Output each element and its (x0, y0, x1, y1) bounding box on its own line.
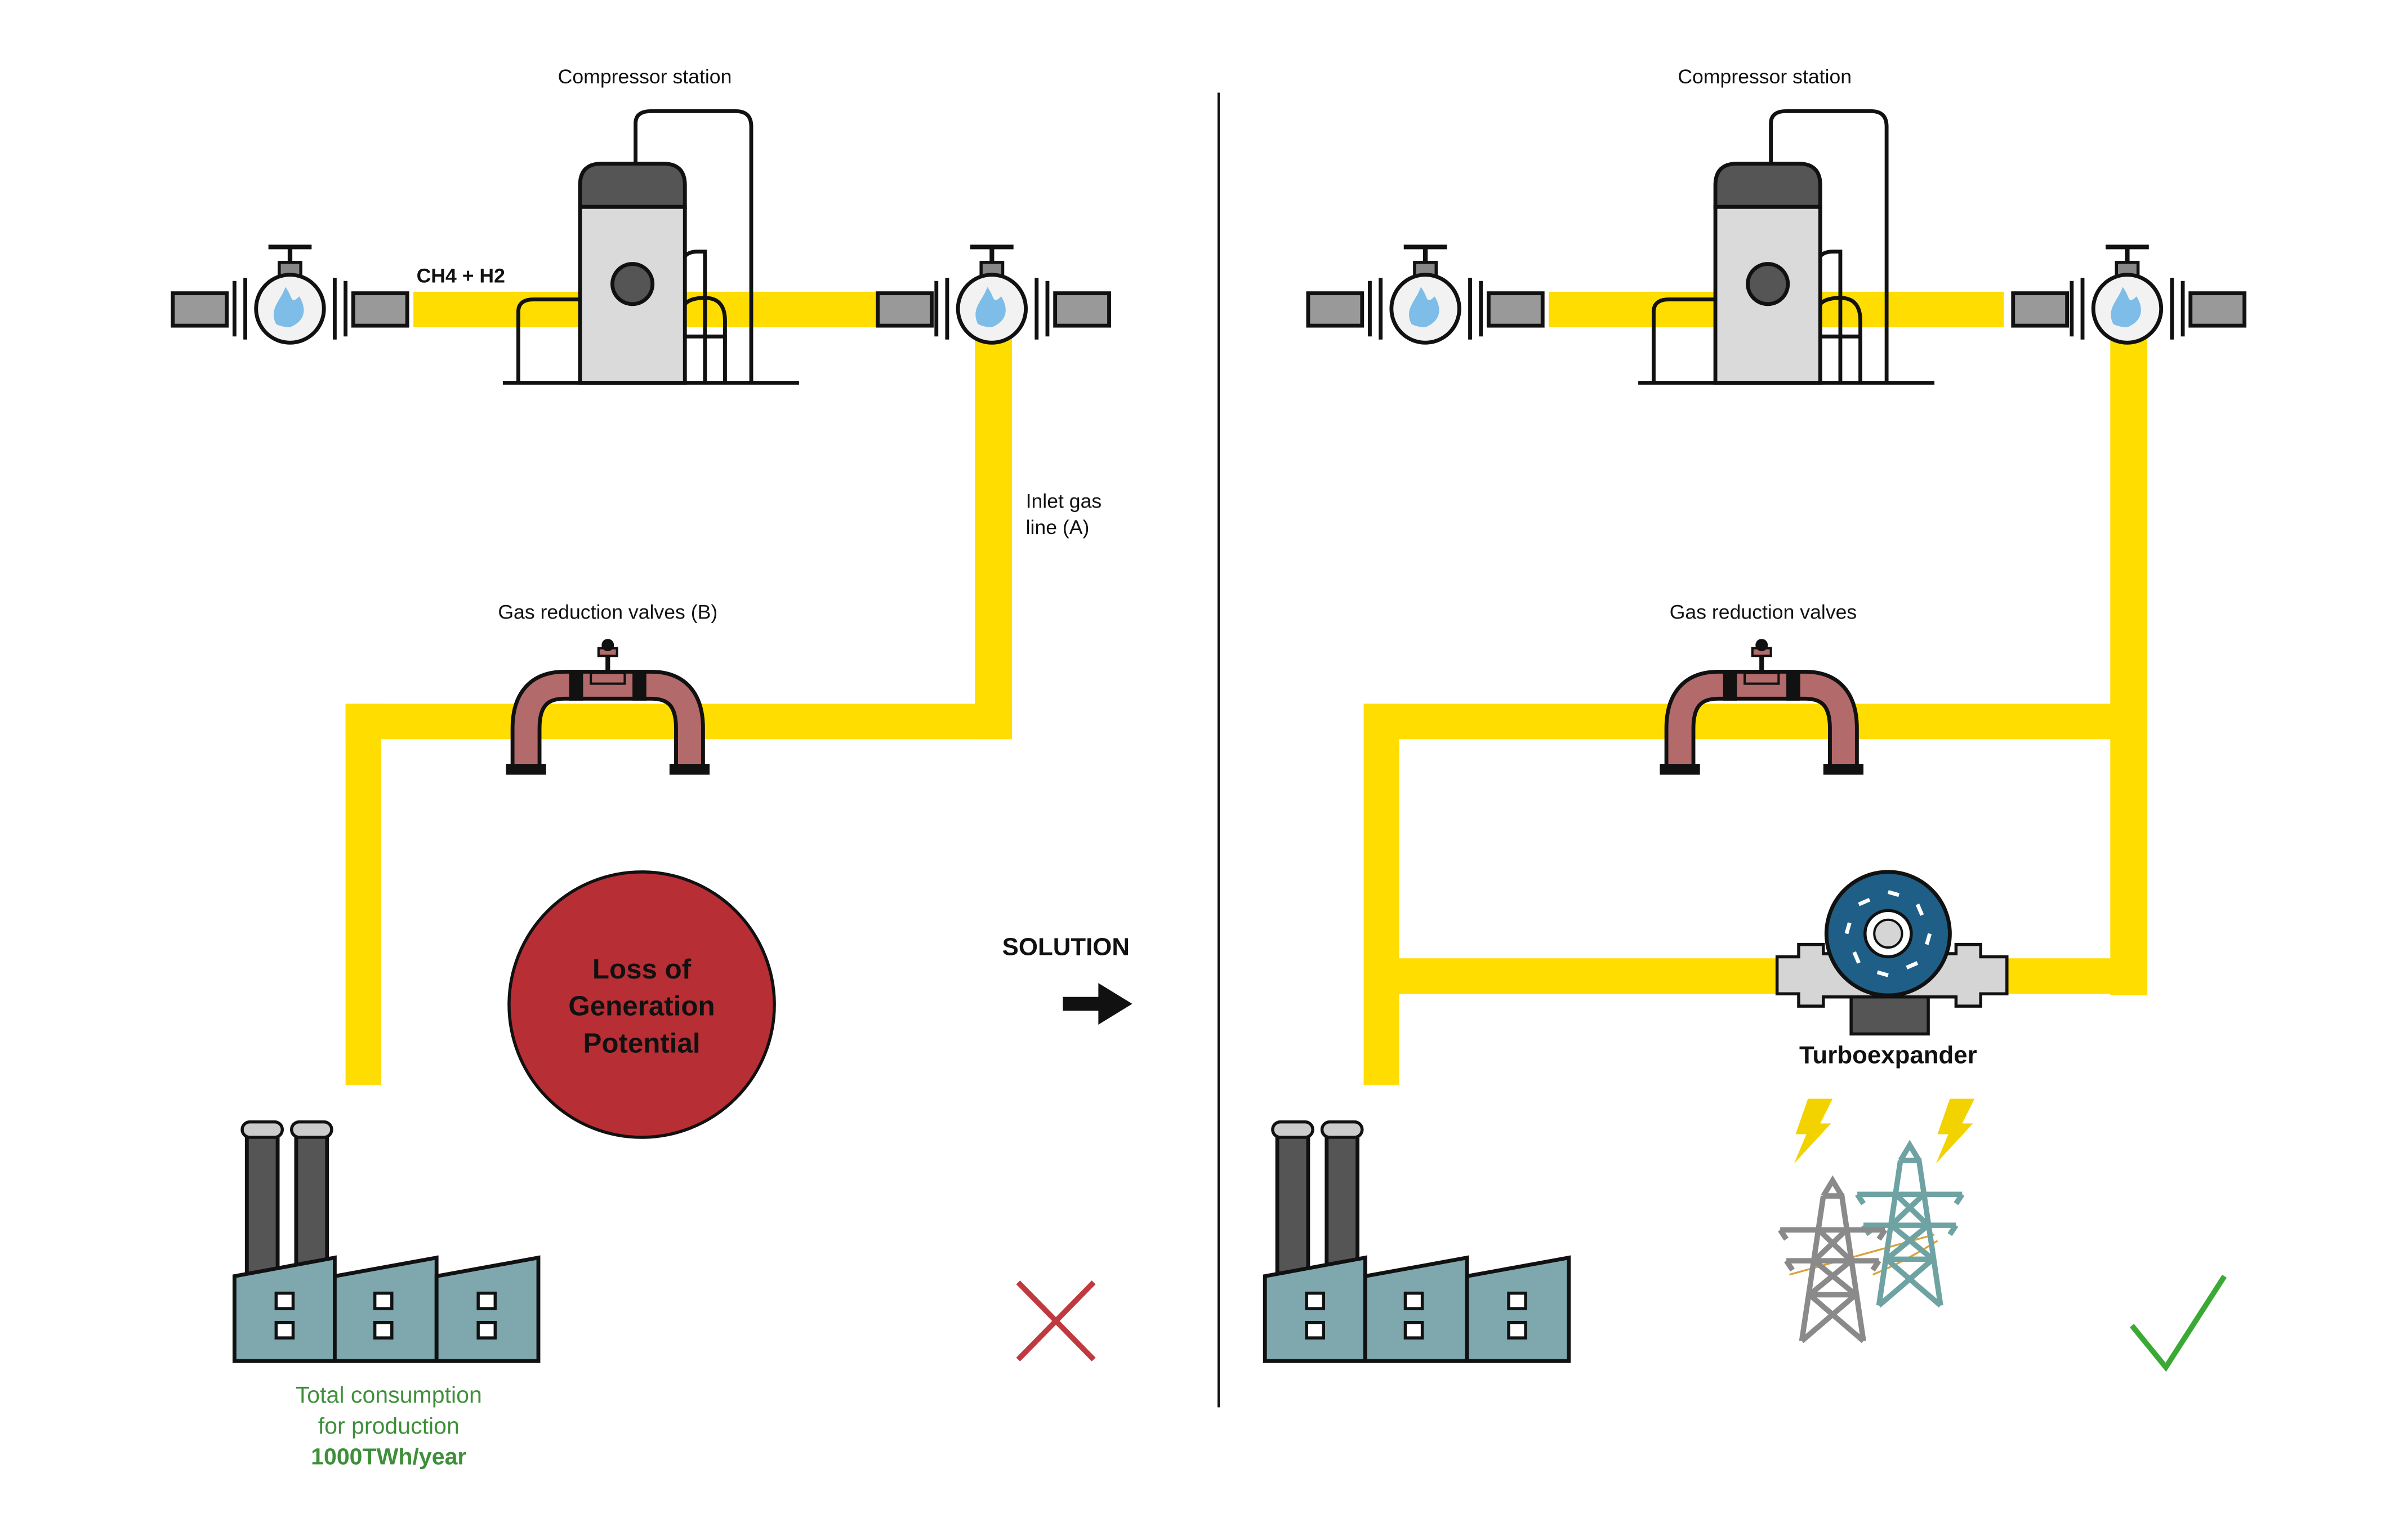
lightning-icon (1794, 1098, 1833, 1164)
check-icon (2129, 1274, 2227, 1372)
loss-line3: Potential (583, 1027, 700, 1058)
inlet-label-line2: line (A) (1026, 516, 1090, 539)
compressor-station-icon (503, 111, 799, 382)
gas-mix-label: CH4 + H2 (417, 264, 505, 287)
right-panel: Compressor station Gas reduction valves … (1265, 65, 2247, 1372)
solution-label: SOLUTION (1002, 933, 1130, 961)
right-valves-label: Gas reduction valves (1670, 601, 1857, 624)
loss-potential-circle (507, 870, 776, 1139)
pipe-end-cap (876, 291, 934, 328)
pipe-end-cap (2188, 291, 2247, 328)
gas-valve-icon (937, 247, 1047, 342)
left-compressor-label: Compressor station (558, 65, 732, 88)
pipe-end-cap (1306, 291, 1364, 328)
pipe-end-cap (1053, 291, 1111, 328)
gas-valve-icon (2072, 247, 2183, 342)
inlet-label-line1: Inlet gas (1026, 490, 1102, 512)
pipe-end-cap (171, 291, 229, 328)
right-compressor-label: Compressor station (1678, 65, 1852, 88)
pipe-end-cap (2011, 291, 2070, 328)
consumption-line1: Total consumption (296, 1382, 482, 1408)
consumption-value: 1000TWh/year (311, 1444, 466, 1470)
turboexpander-label: Turboexpander (1799, 1042, 1977, 1069)
factory-icon (1265, 1122, 1569, 1362)
lightning-icon (1936, 1098, 1975, 1164)
gas-valve-icon (1370, 247, 1481, 342)
gas-valve-icon (234, 247, 345, 342)
power-line-icon (1780, 1145, 1962, 1341)
loss-line2: Generation (568, 991, 715, 1022)
left-panel: Compressor station CH4 + H2 Inlet gas li… (171, 65, 1111, 1470)
pipe-end-cap (351, 291, 409, 328)
cross-icon (1016, 1280, 1096, 1362)
left-pipeline (345, 291, 1012, 1085)
left-valves-label: Gas reduction valves (B) (498, 601, 717, 624)
compressor-station-icon (1638, 111, 1934, 382)
pipe-end-cap (1486, 291, 1545, 328)
factory-icon (234, 1122, 538, 1362)
turboexpander-icon (1775, 870, 2009, 1036)
arrow-right-icon (1063, 983, 1132, 1025)
loss-line1: Loss of (592, 954, 692, 985)
consumption-line2: for production (318, 1413, 460, 1439)
